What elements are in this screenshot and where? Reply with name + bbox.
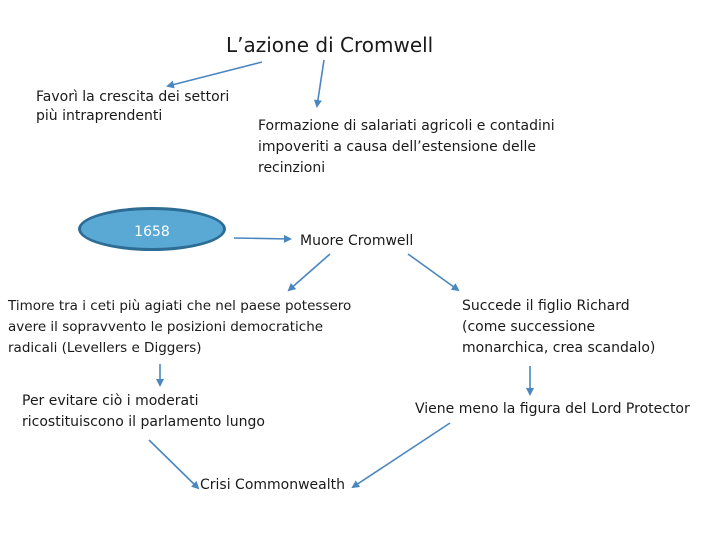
node-crisi: Crisi Commonwealth [200,477,345,493]
node-muore: Muore Cromwell [300,233,413,249]
node-timore: Timore tra i ceti più agiati che nel pae… [8,296,351,359]
node-viene-text: Viene meno la figura del Lord Protector [415,401,690,417]
arrow-evitare-to-crisi [148,439,200,490]
arrow-viene-to-crisi [351,422,451,489]
node-evitare-text: Per evitare ciò i moderati ricostituisco… [22,393,265,430]
arrow-title-to-favori [166,61,263,89]
node-formazione-text: Formazione di salariati agricoli e conta… [258,118,555,176]
node-favori-text: Favorì la crescita dei settori più intra… [36,89,230,124]
arrow-1658-to-muore [233,234,292,243]
node-succede: Succede il figlio Richard (come successi… [462,296,655,359]
arrow-muore-to-timore [287,253,331,292]
node-crisi-text: Crisi Commonwealth [200,477,346,493]
node-timore-text: Timore tra i ceti più agiati che nel pae… [8,298,352,356]
page-title: L’azione di Cromwell [226,33,434,57]
arrow-muore-to-succede [407,253,460,292]
node-evitare: Per evitare ciò i moderati ricostituisco… [22,391,265,433]
arrow-title-to-formazione [313,59,325,108]
node-muore-text: Muore Cromwell [300,233,414,249]
node-year-ellipse: 1658 [78,207,226,251]
node-viene: Viene meno la figura del Lord Protector [415,401,690,417]
node-succede-text: Succede il figlio Richard (come successi… [462,298,656,356]
node-formazione: Formazione di salariati agricoli e conta… [258,116,555,179]
node-year-text: 1658 [134,224,170,240]
node-favori: Favorì la crescita dei settori più intra… [36,88,229,126]
